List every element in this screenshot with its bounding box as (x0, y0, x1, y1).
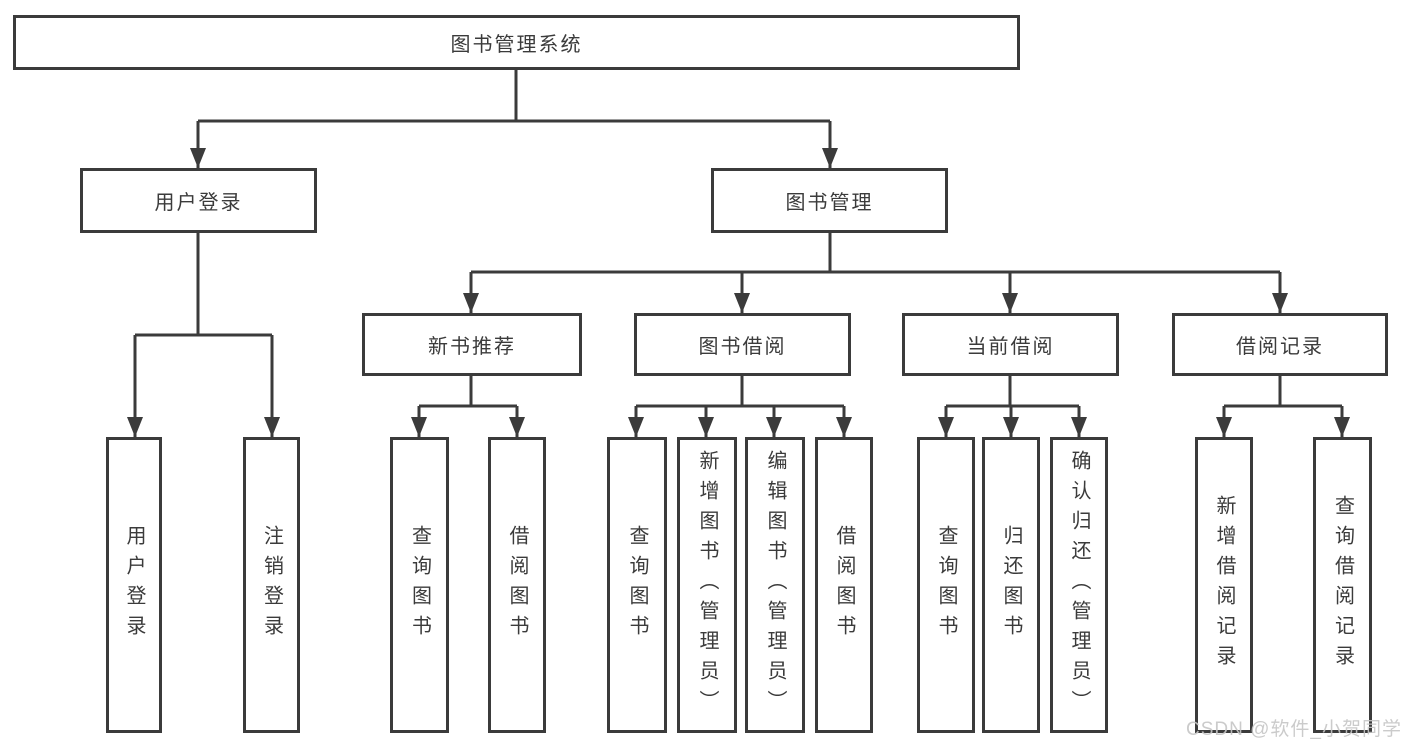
node-label: 查询借阅记录 (1331, 495, 1354, 675)
node-borrowing-records: 借阅记录 (1172, 313, 1388, 376)
leaf-logout: 注销登录 (243, 437, 300, 733)
node-label: 确认归还（管理员） (1068, 450, 1090, 720)
node-current-borrowing: 当前借阅 (902, 313, 1119, 376)
leaf-newbook-query-books: 查询图书 (390, 437, 449, 733)
leaf-borrow-edit-books-admin: 编辑图书（管理员） (745, 437, 805, 733)
csdn-watermark: CSDN @软件_小贺同学 (1186, 719, 1402, 740)
node-book-management: 图书管理 (711, 168, 948, 233)
node-label: 新书推荐 (428, 336, 516, 358)
node-label: 归还图书 (1000, 525, 1022, 645)
node-label: 编辑图书（管理员） (764, 450, 786, 720)
node-label: 新增图书（管理员） (696, 450, 718, 720)
leaf-records-query-borrow-record: 查询借阅记录 (1313, 437, 1372, 733)
node-label: 查询图书 (626, 525, 648, 645)
node-label: 借阅图书 (506, 525, 528, 645)
leaf-newbook-borrow-books: 借阅图书 (488, 437, 546, 733)
node-library-management-system: 图书管理系统 (13, 15, 1020, 70)
node-book-borrowing: 图书借阅 (634, 313, 851, 376)
node-new-book-recommendation: 新书推荐 (362, 313, 582, 376)
leaf-borrow-query-books: 查询图书 (607, 437, 667, 733)
leaf-borrow-borrow-books: 借阅图书 (815, 437, 873, 733)
leaf-current-query-books: 查询图书 (917, 437, 975, 733)
leaf-current-confirm-return-admin: 确认归还（管理员） (1050, 437, 1108, 733)
node-user-login: 用户登录 (80, 168, 317, 233)
node-label: 用户登录 (154, 192, 243, 214)
node-label: 图书管理 (785, 192, 874, 214)
leaf-borrow-add-books-admin: 新增图书（管理员） (677, 437, 737, 733)
node-label: 借阅记录 (1236, 336, 1324, 358)
node-label: 图书管理系统 (450, 34, 583, 56)
node-label: 查询图书 (408, 525, 431, 645)
leaf-current-return-books: 归还图书 (982, 437, 1040, 733)
node-label: 借阅图书 (833, 525, 855, 645)
node-label: 用户登录 (123, 525, 145, 645)
node-label: 查询图书 (935, 525, 957, 645)
node-label: 注销登录 (260, 525, 283, 645)
node-label: 新增借阅记录 (1213, 495, 1235, 675)
node-label: 图书借阅 (698, 336, 787, 358)
leaf-records-add-borrow-record: 新增借阅记录 (1195, 437, 1253, 733)
node-label: 当前借阅 (966, 336, 1055, 358)
leaf-user-login: 用户登录 (106, 437, 162, 733)
